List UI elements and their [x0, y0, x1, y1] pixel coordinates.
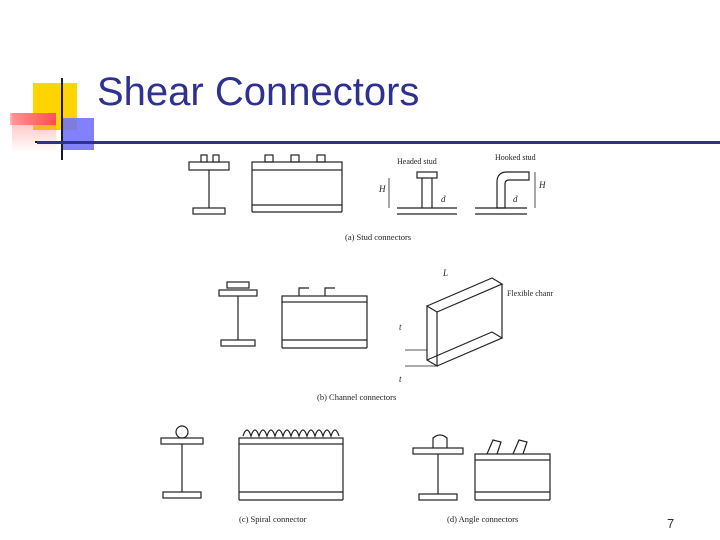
caption-stud-connectors: (a) Stud connectors	[345, 232, 411, 242]
spiral-beam-elevation	[238, 429, 344, 501]
headed-stud-detail	[388, 171, 457, 215]
label-tf: t	[399, 374, 402, 384]
angle-beam-elevation	[474, 439, 551, 501]
slide-title: Shear Connectors	[97, 70, 420, 114]
label-headed-stud: Headed stud	[397, 157, 437, 166]
hooked-stud-detail	[475, 171, 536, 215]
page-number: 7	[667, 516, 675, 531]
shear-connectors-figure: Headed stud Hooked stud H H d d (a) Stud…	[160, 153, 553, 524]
label-ds-right: d	[513, 194, 518, 204]
deco-red-fade	[12, 113, 56, 153]
channel-beam-elevation	[281, 287, 368, 349]
title-underline	[37, 141, 720, 144]
label-tw: t	[399, 322, 402, 332]
channel-ibeam-section	[218, 281, 258, 347]
label-flexible-channel: Flexible channel	[507, 289, 553, 298]
label-hs-right: H	[538, 180, 546, 190]
stud-beam-elevation	[251, 154, 343, 213]
caption-spiral-connector: (c) Spiral connector	[239, 514, 307, 524]
angle-ibeam-section	[412, 434, 464, 501]
spiral-ibeam-section	[160, 425, 204, 499]
label-hs-left: H	[378, 184, 386, 194]
deco-blue-square	[62, 118, 94, 150]
label-hooked-stud: Hooked stud	[495, 153, 536, 162]
flexible-channel-detail	[405, 277, 504, 368]
vertical-accent-line	[61, 78, 63, 160]
stud-ibeam-section	[188, 154, 230, 215]
label-ds-left: d	[441, 194, 446, 204]
caption-channel-connectors: (b) Channel connectors	[317, 392, 396, 402]
label-length: L	[442, 268, 448, 278]
caption-angle-connectors: (d) Angle connectors	[447, 514, 518, 524]
